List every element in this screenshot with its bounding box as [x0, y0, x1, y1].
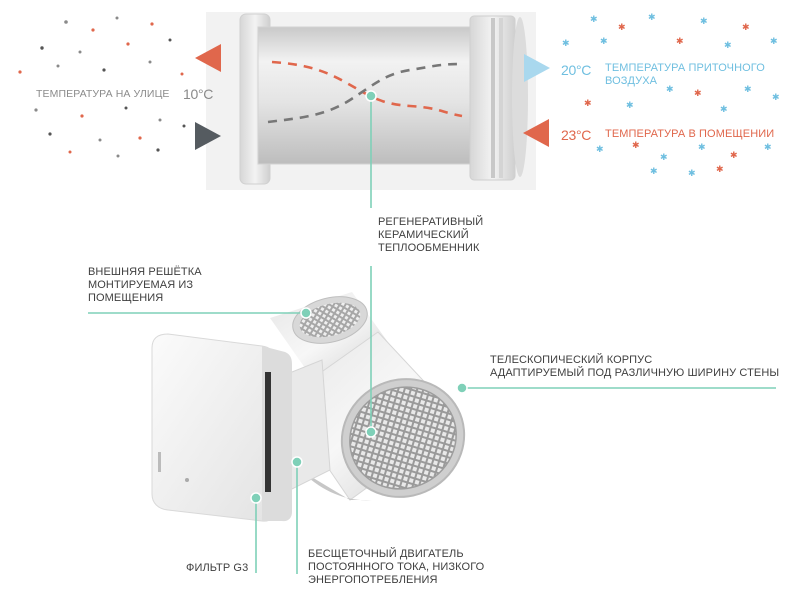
- svg-text:✱: ✱: [720, 105, 728, 115]
- svg-text:✱: ✱: [618, 23, 626, 33]
- callout-line-text: ПОМЕЩЕНИЯ: [88, 292, 164, 304]
- grille-face: [512, 17, 528, 177]
- outdoor-particles: [18, 16, 186, 158]
- svg-text:✱: ✱: [724, 41, 732, 51]
- warm-airflow-path: [271, 60, 463, 118]
- svg-text:✱: ✱: [596, 145, 604, 155]
- callout-dots: [250, 90, 468, 504]
- callout-line-text: ТЕПЛООБМЕННИК: [378, 242, 480, 254]
- callout-dot-exchanger: [365, 426, 377, 438]
- room-temperature-label: ТЕМПЕРАТУРА В ПОМЕЩЕНИИ: [605, 128, 775, 140]
- svg-text:✱: ✱: [764, 143, 772, 153]
- callout-dot-top: [365, 90, 377, 102]
- svg-text:✱: ✱: [716, 165, 724, 175]
- svg-text:✱: ✱: [700, 17, 708, 27]
- callout-filter-label: ФИЛЬТР G3: [186, 562, 249, 574]
- callout-dot-housing: [456, 382, 468, 394]
- svg-text:✱: ✱: [666, 85, 674, 95]
- svg-text:✱: ✱: [660, 153, 668, 163]
- callout-exchanger-label: РЕГЕНЕРАТИВНЫЙ КЕРАМИЧЕСКИЙ ТЕПЛООБМЕННИ…: [378, 216, 483, 255]
- callout-housing-label: ТЕЛЕСКОПИЧЕСКИЙ КОРПУС АДАПТИРУЕМЫЙ ПОД …: [490, 354, 779, 380]
- callout-line-text: ПОСТОЯННОГО ТОКА, НИЗКОГО: [308, 561, 485, 573]
- supply-temperature-value: 20°С: [561, 62, 592, 78]
- panel-air-slot: [265, 372, 271, 492]
- callout-dot-filter: [250, 492, 262, 504]
- svg-text:✱: ✱: [742, 23, 750, 33]
- svg-text:✱: ✱: [590, 15, 598, 25]
- supply-label-line: ВОЗДУХА: [605, 75, 658, 87]
- cool-airflow-path: [267, 62, 463, 124]
- svg-text:✱: ✱: [584, 99, 592, 109]
- outdoor-temperature-value: 10°С: [183, 86, 214, 102]
- callout-line-text: ВНЕШНЯЯ РЕШЁТКА: [88, 266, 202, 278]
- callout-line-text: ТЕЛЕСКОПИЧЕСКИЙ КОРПУС: [490, 354, 653, 366]
- svg-text:✱: ✱: [772, 93, 780, 103]
- callout-dot-grille: [300, 307, 312, 319]
- arrow-warm-left-icon: [523, 119, 549, 147]
- grille-slat: [499, 18, 503, 178]
- callout-line-text: БЕСЩЕТОЧНЫЙ ДВИГАТЕЛЬ: [308, 548, 464, 560]
- product-photo: [151, 292, 466, 522]
- callout-line-text: АДАПТИРУЕМЫЙ ПОД РАЗЛИЧНУЮ ШИРИНУ СТЕНЫ: [490, 367, 780, 379]
- callout-line-text: РЕГЕНЕРАТИВНЫЙ: [378, 216, 484, 228]
- svg-text:✱: ✱: [688, 169, 696, 179]
- callout-line-text: ЭНЕРГОПОТРЕБЛЕНИЯ: [308, 574, 438, 586]
- grille-slat: [491, 18, 495, 178]
- svg-text:✱: ✱: [562, 39, 570, 49]
- callout-motor-label: БЕСЩЕТОЧНЫЙ ДВИГАТЕЛЬ ПОСТОЯННОГО ТОКА, …: [308, 548, 484, 587]
- arrow-dark-right-icon: [195, 122, 221, 150]
- arrow-warm-left-icon: [195, 44, 221, 72]
- arrow-cool-right-icon: [524, 54, 550, 82]
- supply-label-line: ТЕМПЕРАТУРА ПРИТОЧНОГО: [605, 62, 765, 74]
- svg-text:✱: ✱: [698, 143, 706, 153]
- outdoor-temperature-label: ТЕМПЕРАТУРА НА УЛИЦЕ: [36, 88, 170, 100]
- svg-text:✱: ✱: [632, 141, 640, 151]
- svg-text:✱: ✱: [648, 13, 656, 23]
- svg-text:✱: ✱: [730, 151, 738, 161]
- callout-lines: [88, 96, 776, 574]
- svg-text:✱: ✱: [626, 101, 634, 111]
- svg-text:✱: ✱: [770, 37, 778, 47]
- callout-line-text: КЕРАМИЧЕСКИЙ: [378, 229, 469, 241]
- svg-text:✱: ✱: [650, 167, 658, 177]
- callout-dot-motor: [291, 456, 303, 468]
- indoor-particles: ✱ ✱ ✱ ✱ ✱ ✱ ✱ ✱ ✱ ✱ ✱ ✱ ✱ ✱ ✱ ✱ ✱ ✱ ✱ ✱ ✱ ✱ ✱ ✱ ✱ ✱: [562, 13, 780, 179]
- svg-text:✱: ✱: [600, 37, 608, 47]
- callout-line-text: МОНТИРУЕМАЯ ИЗ: [88, 279, 194, 291]
- svg-text:✱: ✱: [744, 85, 752, 95]
- callout-grille-label: ВНЕШНЯЯ РЕШЁТКА МОНТИРУЕМАЯ ИЗ ПОМЕЩЕНИЯ: [88, 266, 202, 305]
- room-temperature-value: 23°С: [561, 127, 592, 143]
- panel-indicator: [158, 452, 161, 472]
- svg-text:✱: ✱: [694, 89, 702, 99]
- front-grille-panel: [151, 333, 292, 522]
- top-unit: [195, 12, 550, 190]
- svg-text:✱: ✱: [676, 37, 684, 47]
- supply-temperature-label: ТЕМПЕРАТУРА ПРИТОЧНОГО ВОЗДУХА: [605, 62, 765, 88]
- panel-logo: [185, 478, 189, 482]
- ceramic-exchanger-end: [340, 378, 466, 498]
